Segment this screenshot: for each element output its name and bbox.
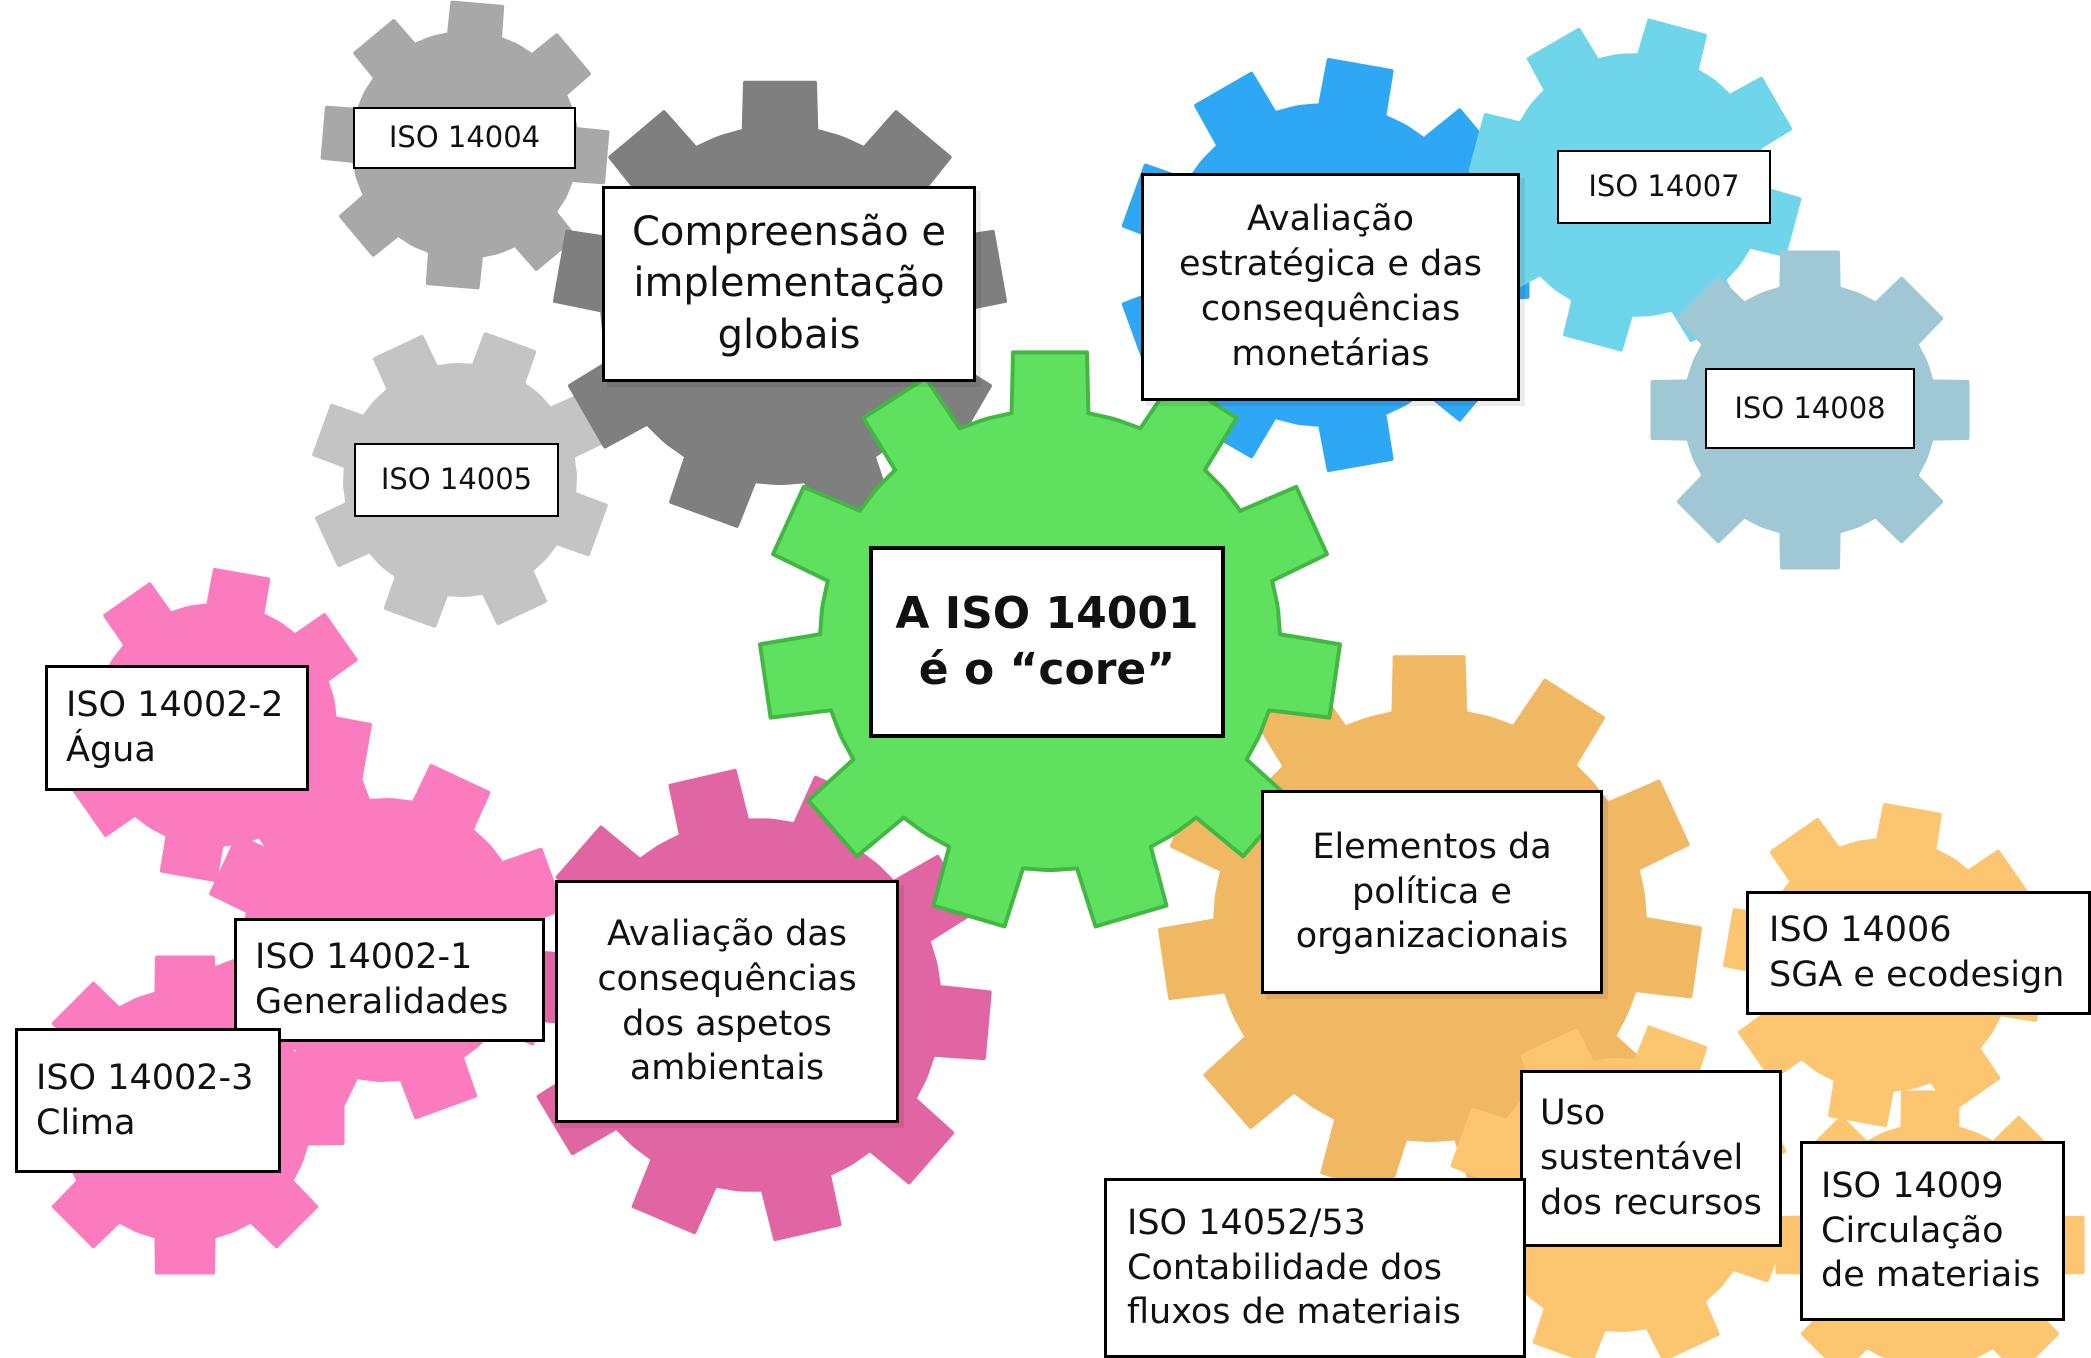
label-iso-14002-3: ISO 14002-3 Clima <box>15 1028 281 1173</box>
label-iso-14052-53: ISO 14052/53 Contabilidade dos fluxos de… <box>1104 1178 1526 1358</box>
label-elementos-politica: Elementos da política e organizacionais <box>1261 790 1603 994</box>
label-iso-14002-2: ISO 14002-2 Água <box>45 665 309 791</box>
label-iso-14006: ISO 14006 SGA e ecodesign <box>1746 891 2091 1015</box>
label-iso-14008: ISO 14008 <box>1705 368 1915 449</box>
label-iso-14005: ISO 14005 <box>354 443 559 517</box>
label-uso-sustentavel: Uso sustentável dos recursos <box>1520 1070 1782 1247</box>
label-avaliacao-aspetos: Avaliação das consequências dos aspetos … <box>555 880 899 1123</box>
label-iso-14004: ISO 14004 <box>353 107 576 169</box>
label-iso-14002-1: ISO 14002-1 Generalidades <box>234 918 545 1042</box>
label-iso-14007: ISO 14007 <box>1557 150 1771 224</box>
label-iso-14009: ISO 14009 Circulação de materiais <box>1800 1141 2065 1321</box>
label-compreensao: Compreensão e implementação globais <box>602 186 976 382</box>
label-avaliacao-estrategica: Avaliação estratégica e das consequência… <box>1141 173 1520 401</box>
label-iso-14001-core: A ISO 14001 é o “core” <box>869 546 1225 738</box>
